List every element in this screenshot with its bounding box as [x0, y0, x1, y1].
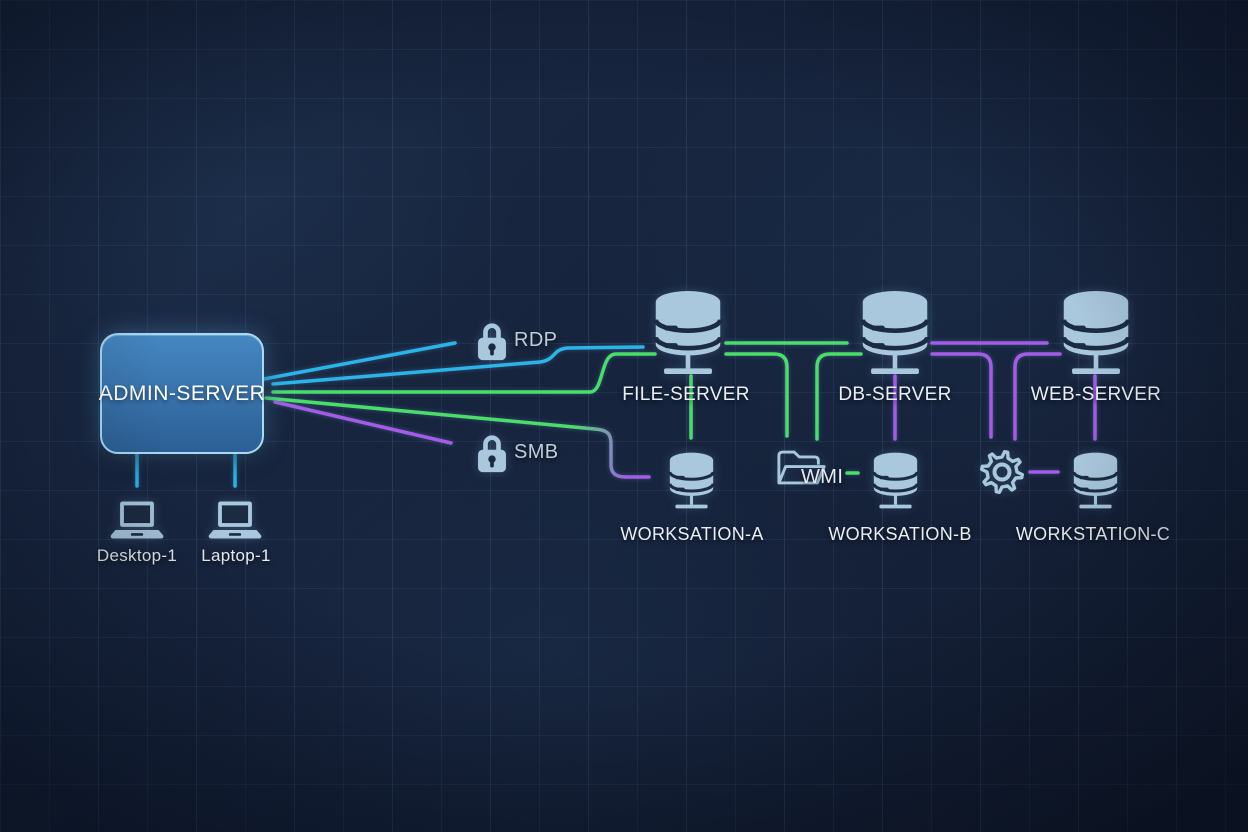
laptop1-label: Laptop-1 — [201, 546, 271, 565]
rdp-label: RDP — [514, 329, 558, 351]
db-server-label: DB-SERVER — [838, 384, 952, 405]
edge-admin-to-workstation-a — [264, 396, 651, 479]
laptop-icon — [207, 500, 263, 540]
workstation-a-label: WORKSATION-A — [620, 524, 764, 544]
rdp-lock-icon — [476, 321, 508, 362]
gear-icon-path — [980, 450, 1024, 494]
workstation-b-icon — [872, 452, 919, 509]
smb-lock-icon — [476, 433, 508, 474]
workstation-c-icon — [1072, 452, 1119, 509]
web-server-icon — [1061, 290, 1131, 375]
workstation-a-icon — [668, 452, 715, 509]
admin-server-node: ADMIN-SERVER — [98, 333, 266, 454]
wmi-label: WMI — [801, 466, 844, 488]
desktop1-label: Desktop-1 — [96, 546, 178, 565]
smb-label: SMB — [514, 441, 559, 463]
file-server-icon — [653, 290, 723, 375]
db-server-icon — [860, 290, 930, 375]
edge-admin-to-rdp — [262, 341, 457, 381]
gear-icon — [980, 450, 1024, 494]
admin-server-label: ADMIN-SERVER — [98, 381, 266, 405]
workstation-b-label: WORKSATION-B — [828, 524, 972, 544]
workstation-c-label: WORKSTATION-C — [1015, 524, 1171, 544]
edge-file-server-to-admin — [271, 352, 657, 394]
file-server-label: FILE-SERVER — [622, 384, 750, 405]
desktop-laptop-icon — [109, 500, 165, 540]
web-server-label: WEB-SERVER — [1030, 384, 1162, 405]
